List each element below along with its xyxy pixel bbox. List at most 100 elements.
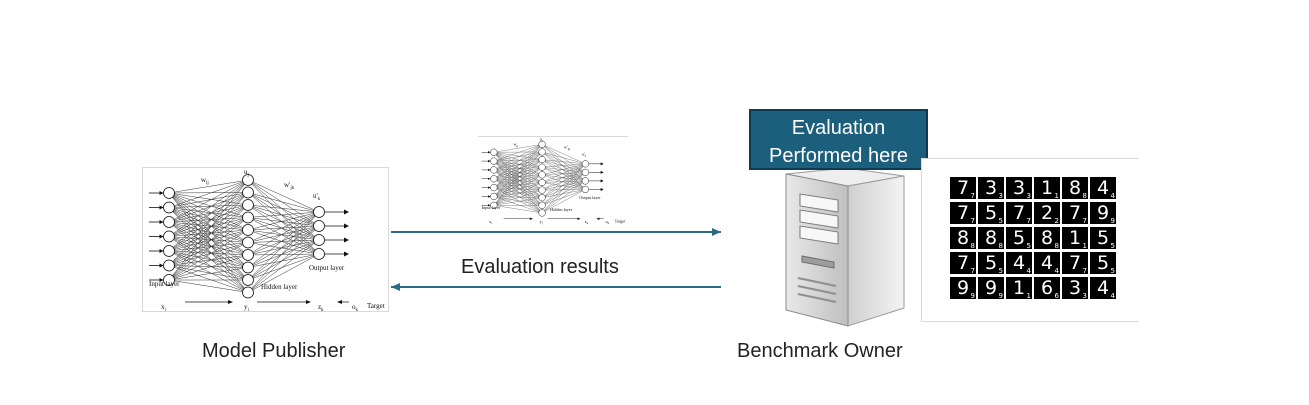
connection-line — [168, 179, 249, 237]
neuron-node — [242, 261, 254, 274]
neuron-node — [538, 194, 546, 202]
input-arrowhead — [488, 204, 491, 207]
connection-line — [542, 151, 586, 164]
hidden-layer-label: Hidden layer — [261, 283, 298, 291]
connection-line — [168, 192, 249, 243]
connection-line — [168, 192, 249, 231]
connection-line — [168, 236, 249, 281]
mnist-digit-glyph: 7 — [956, 202, 970, 224]
neuron-node — [313, 206, 325, 218]
connection-line — [168, 250, 249, 256]
input-arrowhead — [159, 263, 164, 268]
connection-line — [493, 189, 543, 206]
connection-line — [247, 179, 320, 255]
connection-line — [493, 144, 543, 162]
mnist-digit-label: 8 — [1054, 242, 1059, 250]
connection-line — [168, 207, 249, 293]
connection-line — [542, 167, 586, 182]
var-label-ok: ok — [352, 303, 359, 311]
input-arrowhead — [488, 195, 491, 198]
mnist-digit-label: 1 — [1026, 292, 1031, 300]
connection-line — [493, 159, 543, 162]
connection-line — [247, 253, 320, 281]
mnist-digit-glyph: 3 — [1012, 177, 1026, 199]
connection-line — [541, 163, 586, 183]
connection-line — [247, 239, 320, 268]
connection-line — [541, 163, 586, 206]
connection-line — [247, 204, 320, 213]
connection-line — [247, 179, 320, 213]
connection-line — [493, 152, 543, 168]
connection-line — [541, 144, 586, 164]
target-arrowhead — [596, 217, 600, 220]
connection-line — [247, 211, 320, 293]
mnist-digit-label: 8 — [1082, 192, 1087, 200]
neuron-node — [163, 201, 175, 214]
connection-line — [542, 159, 586, 164]
connection-line — [541, 180, 586, 214]
connection-line — [493, 151, 543, 206]
mnist-digit-glyph: 8 — [956, 227, 970, 249]
connection-line — [493, 167, 543, 197]
connection-line — [541, 151, 586, 173]
connection-line — [493, 167, 543, 179]
connection-line — [493, 205, 543, 214]
output-arrowhead — [344, 237, 349, 243]
connection-line — [168, 265, 249, 293]
connection-line — [168, 207, 249, 218]
connection-line — [247, 204, 320, 255]
connection-line — [493, 144, 543, 188]
connection-line — [168, 207, 249, 256]
neuron-node — [313, 248, 325, 260]
connection-line — [247, 204, 320, 241]
connection-line — [493, 174, 543, 188]
connection-line — [541, 159, 586, 190]
connection-line — [542, 180, 586, 191]
connection-line — [493, 196, 543, 206]
neuron-node — [538, 201, 546, 209]
connection-line — [493, 178, 543, 214]
node-label-uj: uj — [244, 168, 249, 178]
connection-line — [168, 207, 249, 281]
connection-line — [168, 221, 249, 231]
connection-line — [247, 217, 320, 255]
var-label-yj: yj — [244, 303, 249, 311]
connection-line — [168, 250, 249, 268]
neuron-node — [490, 184, 498, 192]
mnist-digit-glyph: 5 — [1012, 227, 1026, 249]
neuron-node — [581, 177, 589, 185]
mnist-digit-label: 7 — [970, 267, 975, 275]
neuron-node — [538, 148, 546, 156]
connection-line — [493, 167, 543, 171]
connection-line — [247, 225, 320, 256]
connection-line — [168, 192, 249, 194]
input-arrowhead — [488, 168, 491, 172]
connection-line — [541, 163, 586, 214]
output-arrowhead — [600, 170, 604, 174]
connection-line — [541, 163, 586, 191]
connection-line — [168, 254, 249, 281]
mnist-digit-glyph: 7 — [1012, 202, 1026, 224]
input-arrowhead — [159, 278, 164, 282]
mnist-digit-label: 7 — [970, 217, 975, 225]
input-arrowhead — [159, 234, 164, 239]
connection-line — [168, 217, 249, 237]
connection-line — [493, 187, 543, 191]
connection-line — [493, 169, 543, 183]
evaluation-performed-text: Evaluation Performed here — [769, 117, 908, 167]
connection-line — [541, 189, 586, 214]
connection-line — [493, 182, 543, 188]
mnist-digit-glyph: 3 — [984, 177, 998, 199]
mnist-digit-glyph: 7 — [956, 252, 970, 274]
model-to-owner-arrow-arrowhead — [712, 228, 721, 236]
input-layer-label: Input layer — [482, 205, 501, 210]
connection-line — [168, 192, 249, 223]
connection-line — [493, 144, 543, 206]
connection-line — [493, 182, 543, 206]
connection-line — [247, 253, 320, 256]
model-publisher-label: Model Publisher — [202, 340, 346, 362]
mnist-digit-label: 7 — [970, 192, 975, 200]
